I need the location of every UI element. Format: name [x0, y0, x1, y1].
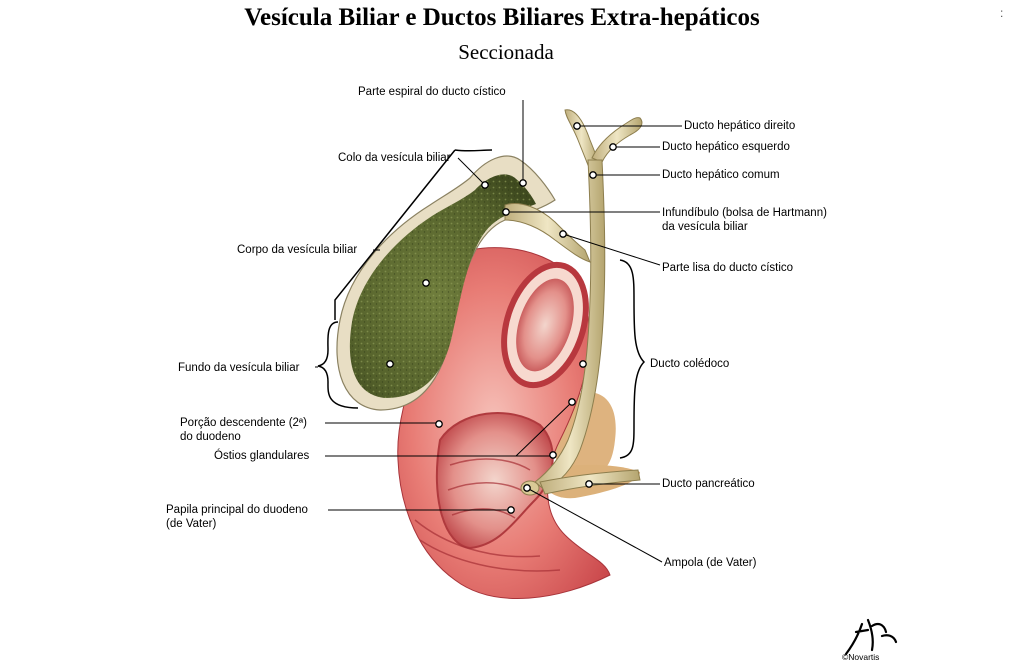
pin-ostios-1 [549, 451, 557, 459]
label-coledoco: Ducto colédoco [650, 358, 730, 370]
pin-corpo [422, 279, 430, 287]
gallbladder-mucosa-texture [349, 174, 536, 398]
pin-hep-direito [573, 122, 581, 130]
pin-ostios-2 [568, 398, 576, 406]
label-pins [386, 122, 617, 514]
pin-hep-esquerdo [609, 143, 617, 151]
label-papila: Papila principal do duodeno (de Vater) [166, 503, 308, 531]
artist-signature-logo [844, 618, 898, 656]
label-hep-direito: Ducto hepático direito [684, 120, 796, 132]
diagram-title: Vesícula Biliar e Ductos Biliares Extra-… [244, 4, 760, 31]
pin-papila [507, 506, 515, 514]
pin-colo [481, 181, 489, 189]
label-porcao-descendente: Porção descendente (2ª) do duodeno [180, 416, 307, 444]
label-pancreatico: Ducto pancreático [662, 478, 755, 490]
brace-body [334, 149, 456, 320]
cystic-duct [504, 203, 591, 263]
label-hep-comum: Ducto hepático comum [662, 169, 780, 181]
label-infundibulo-line1: Infundíbulo (bolsa de Hartmann) [662, 207, 827, 219]
brace-colo [454, 149, 493, 152]
label-porcao-descendente-line1: Porção descendente (2ª) [180, 417, 307, 429]
label-ampola: Ampola (de Vater) [664, 557, 757, 569]
leader-lines [315, 100, 682, 563]
diagram-subtitle: Seccionada [458, 40, 554, 64]
copyright-novartis: ©Novartis [842, 652, 880, 662]
brace-coledoco [619, 259, 646, 459]
label-fundo: Fundo da vesícula biliar [178, 362, 300, 374]
pin-fundo [386, 360, 394, 368]
label-colo: Colo da vesícula biliar [338, 152, 451, 164]
pin-porcao-desc [435, 420, 443, 428]
label-infundibulo-line2: da vesícula biliar [662, 221, 748, 233]
label-infundibulo: Infundíbulo (bolsa de Hartmann) da vesíc… [662, 206, 827, 234]
pin-parte-lisa [559, 230, 567, 238]
left-hepatic-duct [591, 117, 643, 163]
label-corpo: Corpo da vesícula biliar [237, 244, 358, 256]
label-porcao-descendente-line2: do duodeno [180, 431, 241, 443]
duodenum-open-lumen [435, 412, 554, 550]
label-parte-espiral: Parte espiral do ducto cístico [358, 86, 506, 98]
pin-infundibulo [502, 208, 510, 216]
pin-coledoco [579, 360, 587, 368]
label-parte-lisa: Parte lisa do ducto cístico [662, 262, 794, 274]
label-papila-line2: (de Vater) [166, 518, 217, 530]
duodenum-upper-lumen-inner [516, 278, 574, 372]
label-ostios: Óstios glandulares [214, 450, 310, 462]
pin-parte-espiral [519, 179, 527, 187]
pin-ampola [523, 484, 531, 492]
pin-hep-comum [589, 171, 597, 179]
label-hep-esquerdo: Ducto hepático esquerdo [662, 141, 790, 153]
pin-pancreatico [585, 480, 593, 488]
label-papila-line1: Papila principal do duodeno [166, 504, 308, 516]
brace-fundus [317, 321, 359, 409]
corner-mark: : [1000, 6, 1004, 20]
